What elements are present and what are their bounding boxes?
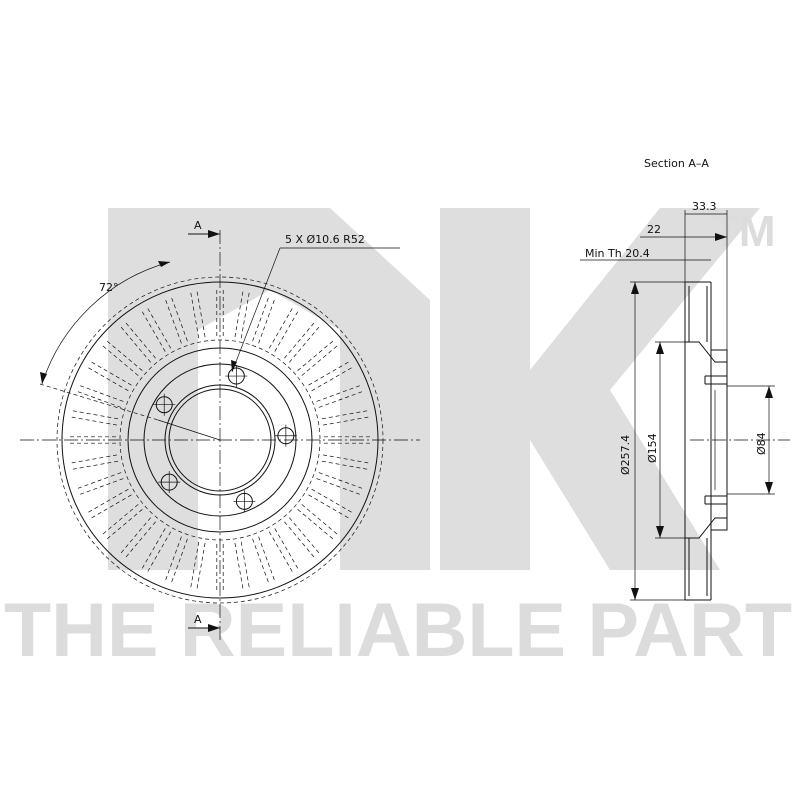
bolt-hole-crosshair xyxy=(274,424,297,447)
disc-rim-profile xyxy=(684,281,712,601)
vent-slot xyxy=(297,504,339,541)
vent-slot xyxy=(190,541,206,591)
angle-label: 72° xyxy=(99,281,119,294)
vent-slot xyxy=(69,454,119,470)
outer-edge-hidden xyxy=(56,276,384,604)
section-marker-bottom-arrow xyxy=(208,624,220,632)
holes-leader-arrow xyxy=(231,360,237,372)
section-marker-bottom: A xyxy=(194,613,202,626)
angle-arc-arrow-end xyxy=(158,261,170,267)
vent-slot xyxy=(119,517,156,559)
vent-slot xyxy=(321,454,371,470)
bolt-hole-crosshair xyxy=(233,490,256,513)
vent-slot xyxy=(86,488,132,520)
vent-slot xyxy=(252,536,276,585)
center-bore-inner xyxy=(168,388,272,492)
dim-od-arrow-bottom xyxy=(631,588,639,600)
vent-slot xyxy=(190,289,206,339)
vent-slot xyxy=(101,339,143,376)
dim-offset-arrow xyxy=(715,233,727,241)
holes-leader-line xyxy=(231,247,281,373)
bolt-hole-crosshair xyxy=(225,365,248,388)
vent-slot xyxy=(101,504,143,541)
vent-slot xyxy=(164,295,188,344)
vent-slot xyxy=(268,528,300,574)
vent-slot xyxy=(268,306,300,352)
vent-slot xyxy=(308,360,354,392)
dim-bore-arrow-bottom xyxy=(765,482,773,494)
vent-slot xyxy=(68,436,116,444)
hat-outer-circle xyxy=(127,347,313,533)
vent-slot xyxy=(284,321,321,363)
hat-transition xyxy=(685,341,727,539)
section-marker-top-arrow xyxy=(208,230,220,238)
hat-inner-circle xyxy=(143,363,297,517)
angle-arc xyxy=(41,261,171,385)
dim-mid-diameter: Ø154 xyxy=(646,433,659,463)
vent-slot xyxy=(297,339,339,376)
section-view: Section A–A 33.3 22 Min Th 20.4 Ø257.4 xyxy=(580,157,790,601)
dim-od-arrow-top xyxy=(631,282,639,294)
vent-slot xyxy=(140,306,172,352)
dim-outer-diameter: Ø257.4 xyxy=(619,435,632,475)
section-marker-top: A xyxy=(194,219,202,232)
vent-slot xyxy=(316,472,365,496)
vent-slot xyxy=(216,544,224,592)
bolt-holes xyxy=(153,365,297,513)
vent-slot xyxy=(316,384,365,408)
vent-slot xyxy=(234,289,250,339)
outer-edge xyxy=(61,281,379,599)
dim-mid-arrow-bottom xyxy=(656,526,664,538)
watermark-tagline: THE RELIABLE PART xyxy=(4,588,792,673)
min-thickness-label: Min Th 20.4 xyxy=(585,247,650,260)
holes-label: 5 X Ø10.6 R52 xyxy=(285,233,365,246)
vent-slots xyxy=(68,288,372,592)
rim-vent-lines xyxy=(688,286,708,596)
bolt-hole-crosshair xyxy=(153,393,176,416)
section-title: Section A–A xyxy=(644,157,709,170)
vent-slot xyxy=(321,410,371,426)
vent-slot xyxy=(164,536,188,585)
vent-slot xyxy=(308,488,354,520)
center-bore-outer xyxy=(164,384,276,496)
watermark-logo: TM THE RELIABLE PART xyxy=(4,207,792,673)
hat-edge-hidden xyxy=(119,339,321,541)
dim-bore-arrow-top xyxy=(765,386,773,398)
dim-mid-arrow-top xyxy=(656,342,664,354)
vent-slot xyxy=(234,541,250,591)
vent-slot xyxy=(86,360,132,392)
radius-line xyxy=(157,419,221,441)
vent-slot xyxy=(69,410,119,426)
vent-slot xyxy=(216,288,224,336)
vent-slot xyxy=(324,436,372,444)
front-view: 5 X Ø10.6 R52 72° A A xyxy=(20,219,420,640)
watermark-trademark: TM xyxy=(712,207,776,256)
vent-slot xyxy=(119,321,156,363)
vent-slot xyxy=(252,295,276,344)
hat-profile xyxy=(711,349,728,531)
bore-steps xyxy=(704,375,727,505)
dim-total-width: 33.3 xyxy=(692,200,717,213)
dim-offset: 22 xyxy=(647,223,661,236)
vent-slot xyxy=(75,384,124,408)
vent-slot xyxy=(140,528,172,574)
angle-arc-arrow-start xyxy=(40,372,47,384)
vent-slot xyxy=(75,472,124,496)
vent-slot xyxy=(284,517,321,559)
bolt-hole-crosshair xyxy=(158,471,181,494)
dim-center-bore: Ø84 xyxy=(755,432,768,455)
